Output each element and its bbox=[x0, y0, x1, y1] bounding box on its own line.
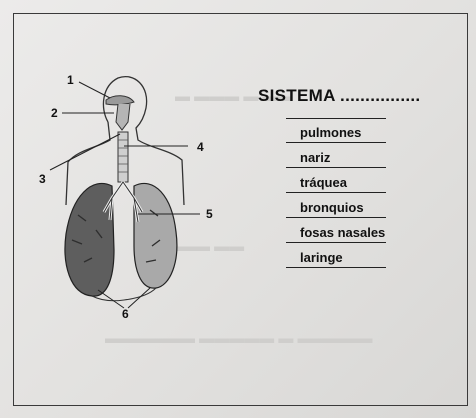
word-row: nariz bbox=[286, 143, 386, 168]
word-row: pulmones bbox=[286, 118, 386, 143]
callout-line-6b bbox=[128, 288, 150, 308]
callout-number-4: 4 bbox=[197, 140, 204, 154]
nasal-cavity bbox=[106, 96, 134, 105]
callout-number-3: 3 bbox=[39, 172, 46, 186]
word-label: tráquea bbox=[300, 175, 347, 190]
word-row: bronquios bbox=[286, 193, 386, 218]
right-lung bbox=[134, 183, 177, 288]
callout-number-5: 5 bbox=[206, 207, 213, 221]
word-label: laringe bbox=[300, 250, 343, 265]
callout-line-3 bbox=[50, 134, 120, 170]
word-row: laringe bbox=[286, 243, 386, 268]
worksheet-title: SISTEMA ................ bbox=[258, 86, 420, 106]
pharynx bbox=[116, 104, 130, 130]
word-label: bronquios bbox=[300, 200, 364, 215]
callout-number-1: 1 bbox=[67, 73, 74, 87]
trachea bbox=[118, 132, 128, 182]
word-label: fosas nasales bbox=[300, 225, 385, 240]
word-row: tráquea bbox=[286, 168, 386, 193]
word-label: pulmones bbox=[300, 125, 361, 140]
word-label: nariz bbox=[300, 150, 330, 165]
callout-number-2: 2 bbox=[51, 106, 58, 120]
word-bank: pulmones nariz tráquea bronquios fosas n… bbox=[286, 118, 386, 268]
callout-line-1 bbox=[79, 82, 110, 98]
callout-number-6: 6 bbox=[122, 307, 129, 321]
word-row: fosas nasales bbox=[286, 218, 386, 243]
